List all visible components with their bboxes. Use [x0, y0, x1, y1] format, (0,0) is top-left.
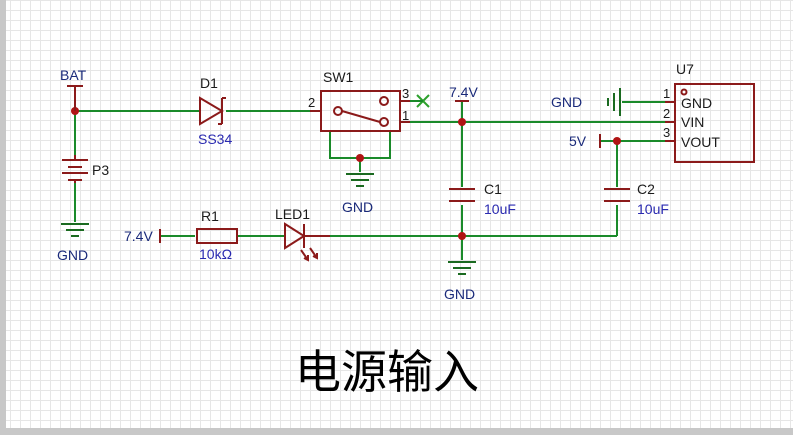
d1-value: SS34	[198, 131, 232, 147]
c1-ref: C1	[484, 181, 502, 197]
u7-pin-2-num: 2	[663, 106, 670, 121]
net-label-5v: 5V	[569, 133, 587, 149]
junction-c1-gnd	[458, 232, 466, 240]
r1-ref: R1	[201, 208, 219, 224]
p3-ref: P3	[92, 162, 109, 178]
net-7v4-top[interactable]: 7.4V	[449, 84, 478, 102]
c1-value: 10uF	[484, 201, 516, 217]
junctions	[71, 107, 621, 240]
d1-ref: D1	[200, 75, 218, 91]
sw1-pin-1: 1	[402, 108, 409, 123]
net-label-gnd-c1: GND	[444, 286, 475, 302]
wire-sw1-gnd	[329, 131, 391, 159]
capacitor-c2[interactable]: C2 10uF	[604, 181, 669, 217]
u7-pin-2-name: VIN	[681, 114, 704, 130]
wires	[74, 101, 665, 260]
net-bat[interactable]: BAT	[60, 67, 87, 111]
net-label-gnd-u7: GND	[551, 94, 582, 110]
junction-c2-5v	[613, 137, 621, 145]
gnd-symbol-sw1[interactable]: GND	[342, 173, 374, 215]
sheet-border-left	[0, 0, 6, 435]
u7-pin-3-name: VOUT	[681, 134, 720, 150]
r1-value: 10kΩ	[199, 246, 232, 262]
sheet-border-bottom	[0, 428, 793, 435]
capacitor-c1[interactable]: C1 10uF	[449, 181, 516, 217]
u7-pin-1-num: 1	[663, 86, 670, 101]
gnd-symbol-u7[interactable]: GND	[551, 88, 621, 116]
net-label-7v4-top: 7.4V	[449, 84, 478, 100]
net-label-bat: BAT	[60, 67, 87, 83]
net-label-gnd-p3: GND	[57, 247, 88, 263]
sw1-ref: SW1	[323, 69, 354, 85]
gnd-symbol-p3[interactable]: GND	[57, 223, 89, 263]
diode-d1[interactable]: D1 SS34	[198, 75, 232, 147]
net-label-7v4-left: 7.4V	[124, 228, 153, 244]
battery-p3[interactable]: P3	[62, 155, 109, 183]
u7-pin-3-num: 3	[663, 125, 670, 140]
resistor-r1[interactable]: R1 10kΩ	[196, 208, 238, 262]
sw1-pin-2: 2	[308, 95, 315, 110]
regulator-u7[interactable]: U7 1 2 3 GND VIN VOUT	[663, 61, 755, 163]
c2-value: 10uF	[637, 201, 669, 217]
u7-ref: U7	[676, 61, 694, 77]
net-7v4-left[interactable]: 7.4V	[124, 228, 161, 244]
sheet-title: 电源输入	[295, 345, 479, 399]
sw1-pin-3: 3	[402, 86, 409, 101]
junction-7v4-top	[458, 118, 466, 126]
net-label-gnd-sw1: GND	[342, 199, 373, 215]
led1-ref: LED1	[275, 206, 310, 222]
junction-sw1-gnd	[356, 154, 364, 162]
gnd-symbol-c1[interactable]: GND	[444, 261, 476, 302]
c2-ref: C2	[637, 181, 655, 197]
u7-pin-1-name: GND	[681, 95, 712, 111]
led-led1[interactable]: LED1	[275, 206, 330, 262]
net-5v[interactable]: 5V	[569, 133, 601, 149]
switch-sw1[interactable]: SW1 2 3 1	[308, 69, 430, 132]
